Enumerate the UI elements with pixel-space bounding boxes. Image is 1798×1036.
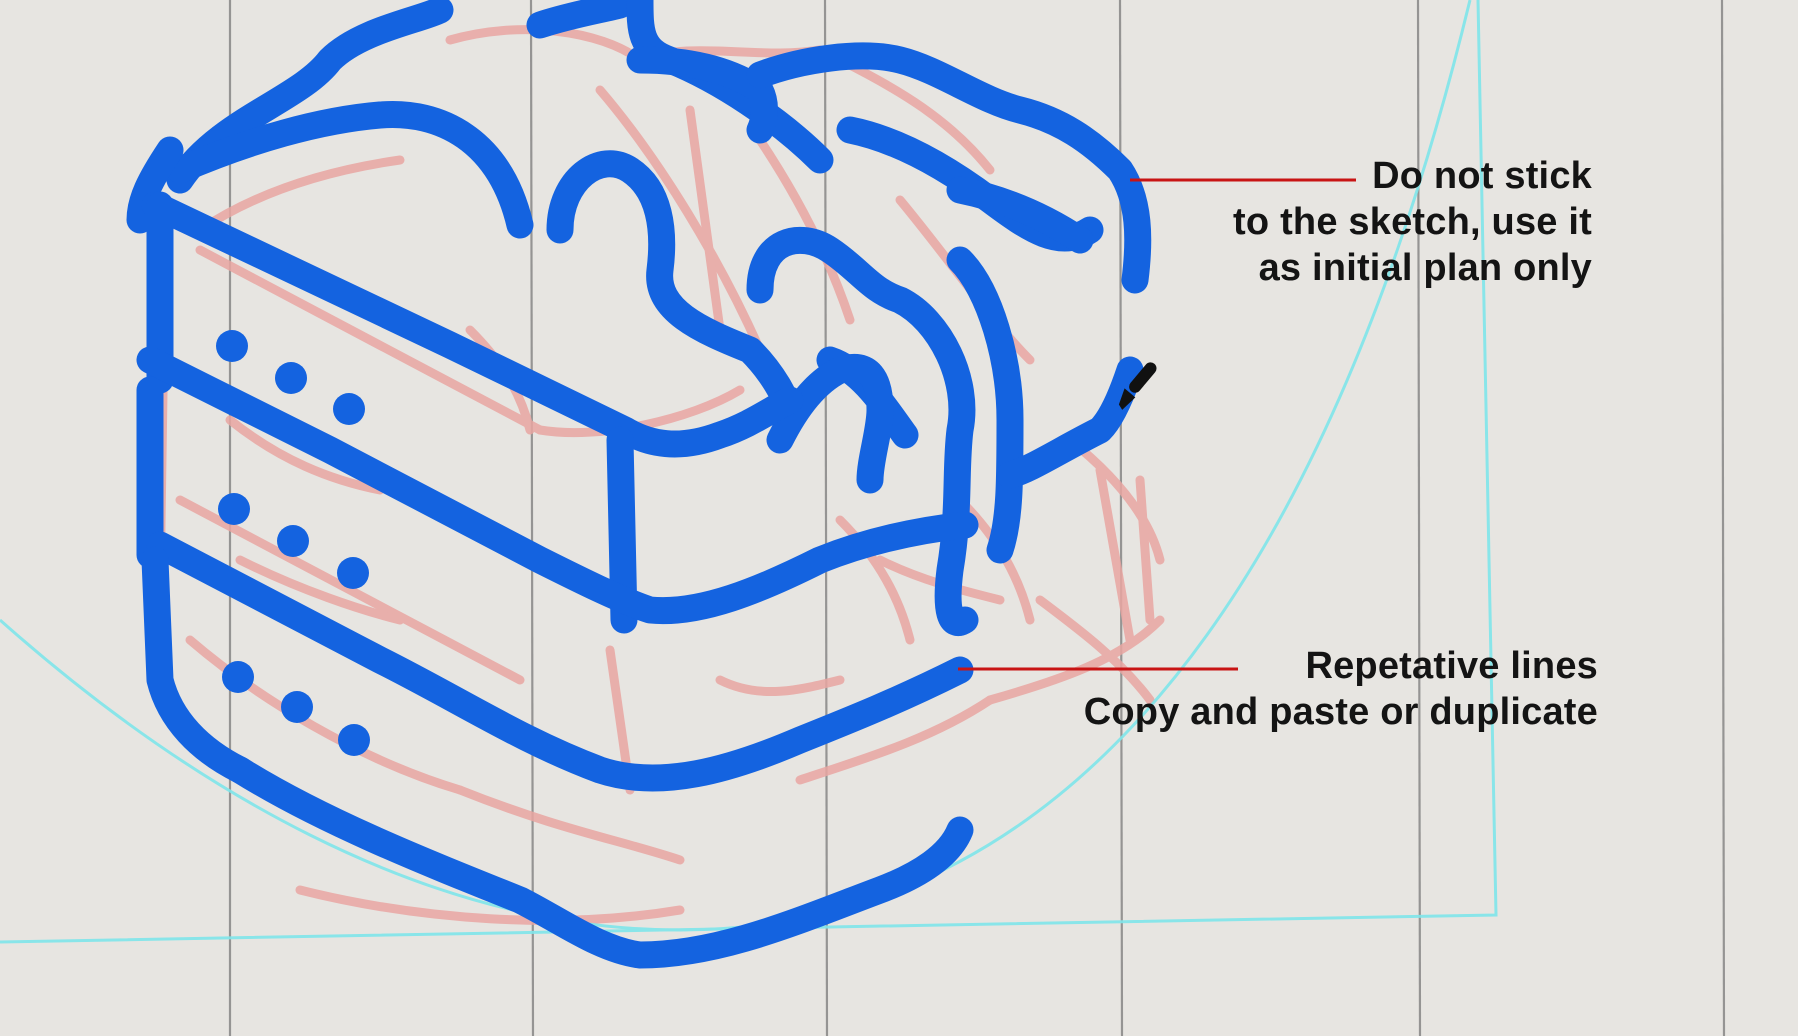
server-dots [216,330,370,756]
sketch-note-line-2: to the sketch, use it [1233,201,1592,243]
repeat-note: Repetative lines Copy and paste or dupli… [1084,643,1598,735]
ink-strokes [126,0,1152,969]
leader-lines [958,178,1356,671]
sketch-note-line-1: Do not stick [1372,155,1592,197]
brush-cursor-icon [1118,362,1157,410]
sketch-note-line-3: as initial plan only [1258,247,1592,289]
pencil-sketch [155,25,1165,925]
repeat-note-line-1: Repetative lines [1305,645,1598,687]
sketch-note: Do not stick to the sketch, use it as in… [1233,153,1592,291]
repeat-note-line-2: Copy and paste or duplicate [1083,691,1598,733]
